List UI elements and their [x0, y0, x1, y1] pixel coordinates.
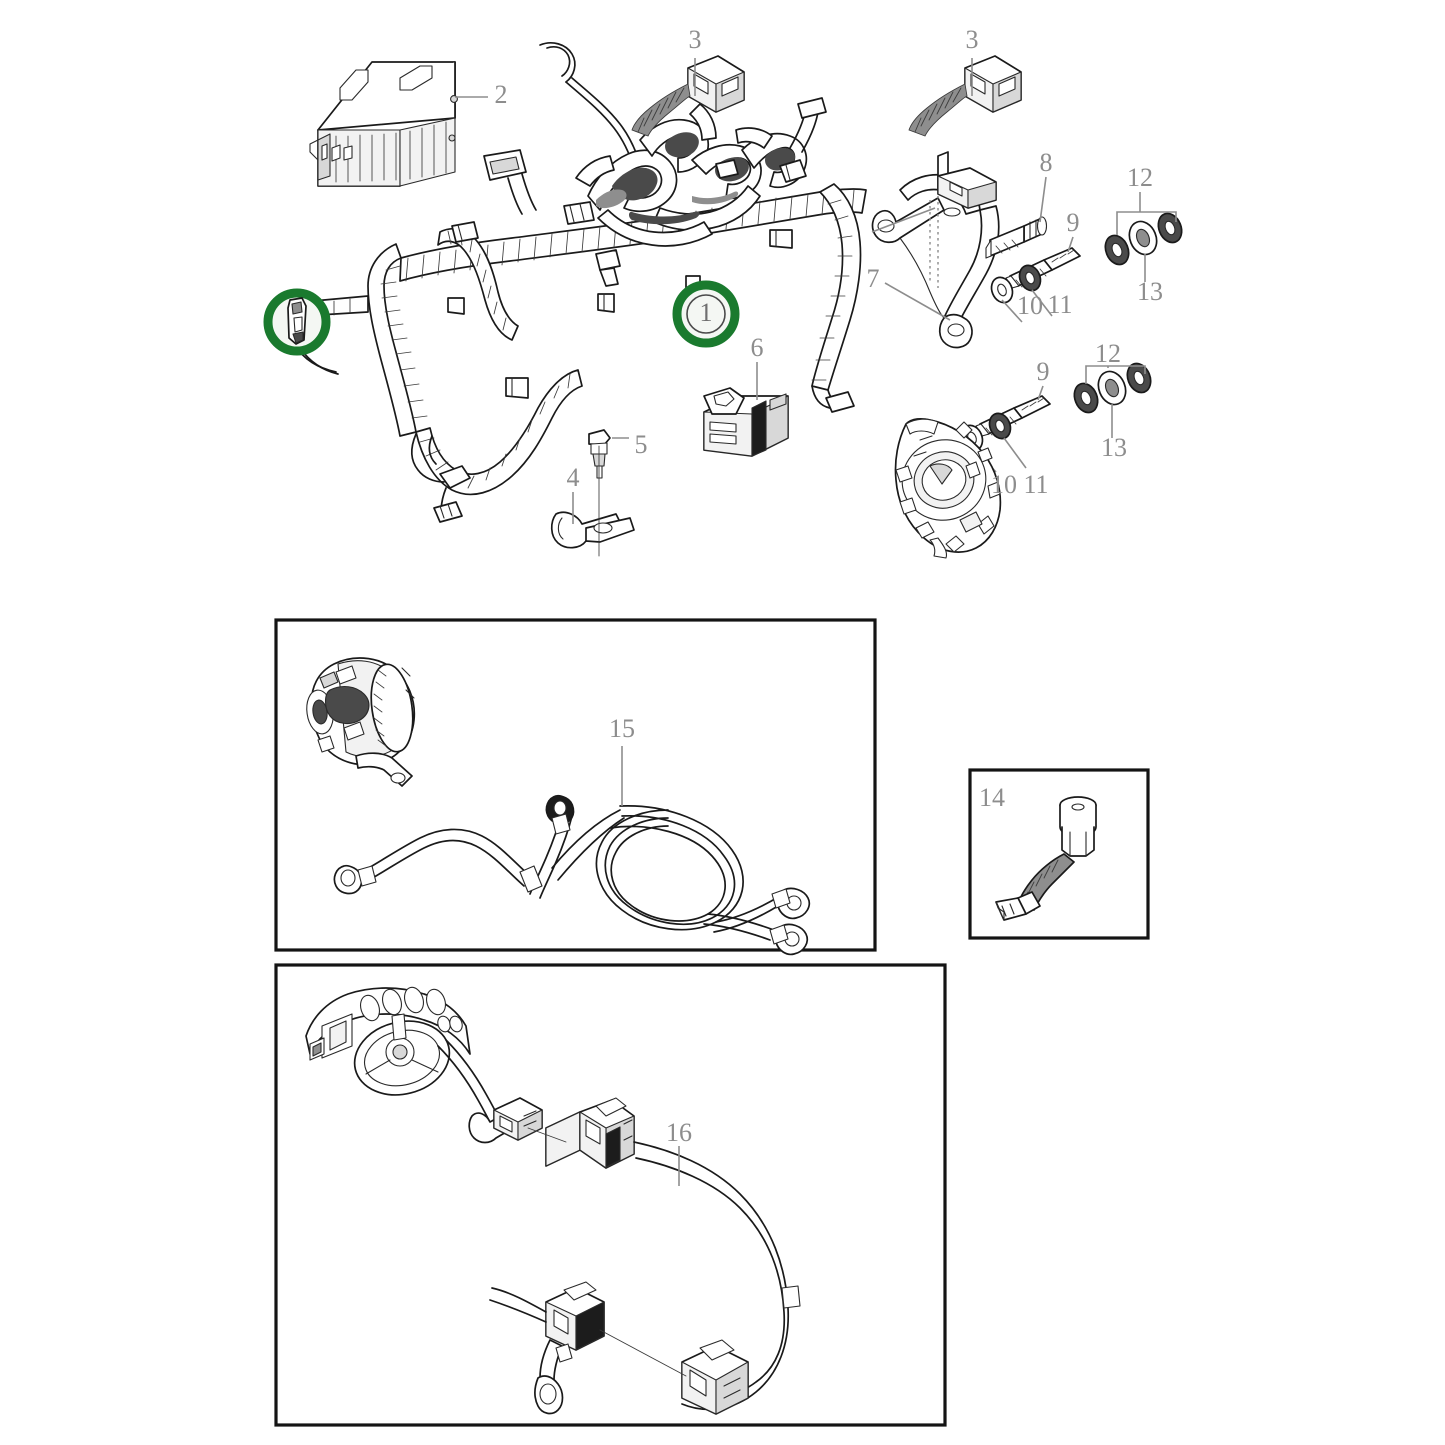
highlight-terminal-detail-ring — [263, 288, 331, 356]
part-nut-kit-upper — [1104, 192, 1183, 282]
part-fuse-relay-box — [309, 61, 488, 187]
part-battery-cable-set — [333, 746, 811, 956]
part-hex-flange-bolt — [985, 176, 1048, 259]
callout-7-label: 7 — [867, 264, 880, 293]
callout-2-label: 2 — [495, 80, 508, 109]
part-helm-dashboard — [305, 986, 471, 1096]
part-lock-washer-lower — [988, 412, 1027, 469]
callout-3b-label: 3 — [966, 25, 979, 54]
part-alternator — [306, 657, 416, 787]
callout-1-label: 1 — [700, 298, 713, 327]
highlight-harness-id-ring: 1 — [672, 280, 740, 348]
panel-alternator-cable — [274, 618, 877, 952]
part-mounting-bracket — [871, 151, 1000, 349]
callout-13b-label: 13 — [1101, 433, 1127, 462]
callout-15-label: 15 — [609, 714, 635, 743]
part-lock-washer-upper — [1018, 264, 1053, 317]
callout-6-label: 6 — [751, 333, 764, 362]
terminal-detail-icon — [287, 297, 307, 345]
panel-knock-sensor — [968, 768, 1150, 940]
part-housing-cover — [894, 417, 1002, 559]
part-plain-washer-upper — [990, 276, 1023, 323]
part-knock-sensor — [995, 796, 1097, 921]
part-engine-wiring-harness — [288, 42, 867, 523]
part-relay-switch — [703, 362, 789, 457]
callout-9a-label: 9 — [1067, 208, 1080, 237]
callout-5-label: 5 — [635, 430, 648, 459]
callout-10a-label: 10 — [1017, 291, 1043, 320]
part-multiway-connector-left — [631, 55, 745, 137]
part-nut-kit-lower — [1073, 362, 1152, 438]
callout-12a-label: 12 — [1127, 163, 1153, 192]
callout-11b-label: 11 — [1023, 470, 1048, 499]
callout-8-label: 8 — [1040, 148, 1053, 177]
callout-12b-label: 12 — [1095, 339, 1121, 368]
part-clamp-bolt — [588, 429, 629, 557]
part-multiway-connector-right — [908, 55, 1022, 137]
panel-helm-harness — [274, 963, 947, 1427]
callout-10b-label: 10 — [991, 470, 1017, 499]
callout-16-label: 16 — [666, 1118, 692, 1147]
part-extension-harness — [437, 1039, 801, 1415]
callout-11a-label: 11 — [1047, 290, 1072, 319]
callout-4-label: 4 — [567, 463, 580, 492]
callout-13a-label: 13 — [1137, 277, 1163, 306]
part-harness-clamp — [550, 492, 635, 549]
callout-9b-label: 9 — [1037, 357, 1050, 386]
callout-14-label: 14 — [979, 783, 1005, 812]
callout-3a-label: 3 — [689, 25, 702, 54]
